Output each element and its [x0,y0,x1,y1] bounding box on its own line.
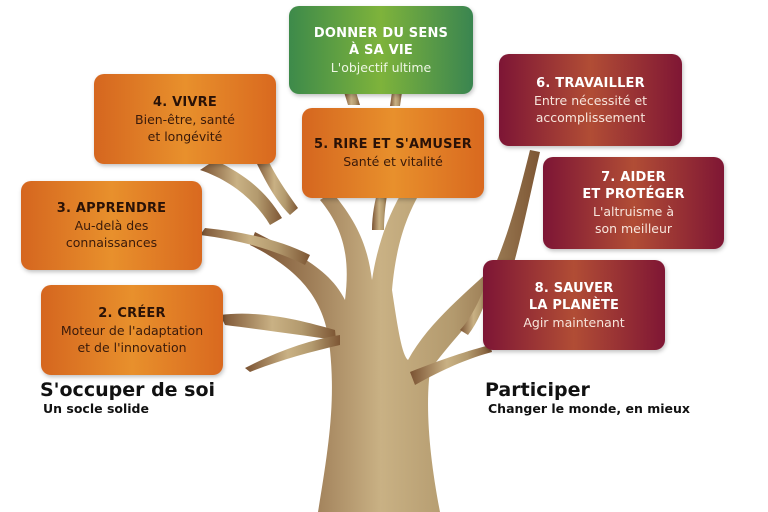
box-sub-line2: connaissances [65,235,158,250]
box-title: 6. TRAVAILLER [536,75,645,91]
box-aider: 7. AIDER ET PROTÉGER L'altruisme à son m… [543,157,724,249]
box-apprendre: 3. APPRENDRE Au-delà des connaissances [21,181,202,270]
box-sub-line1: Agir maintenant [523,314,625,330]
box-sub-line1: L'altruisme à [593,204,674,219]
left-section-subtitle: Un socle solide [43,401,149,416]
box-travailler: 6. TRAVAILLER Entre nécessité et accompl… [499,54,682,146]
box-sauver: 8. SAUVER LA PLANÈTE Agir maintenant [483,260,665,350]
box-sub-line1: Santé et vitalité [343,154,443,169]
box-rire: 5. RIRE ET S'AMUSER Santé et vitalité [302,108,484,198]
box-title: 4. VIVRE [153,94,217,110]
box-vivre: 4. VIVRE Bien-être, santé et longévité [94,74,276,164]
box-sub-line1: Entre nécessité et [533,92,648,108]
left-section-title: S'occuper de soi [40,379,216,401]
right-section-subtitle: Changer le monde, en mieux [488,401,690,416]
box-title: 5. RIRE ET S'AMUSER [314,137,472,152]
box-title: 2. CRÉER [98,305,166,321]
goal-title-line1: DONNER DU SENS [313,25,449,41]
box-sub-line1: Bien-être, santé [135,111,235,127]
box-creer: 2. CRÉER Moteur de l'adaptation et de l'… [41,285,223,375]
trunk [250,150,540,512]
box-title-line1: 8. SAUVER [534,280,614,296]
goal-box-meaning: DONNER DU SENS À SA VIE L'objectif ultim… [289,6,473,94]
goal-subtitle: L'objectif ultime [330,59,432,75]
box-sub-line2: et longévité [147,128,223,144]
box-sub-line1: Au-delà des [74,218,149,233]
box-title-line2: LA PLANÈTE [528,297,620,313]
box-sub-line2: et de l'innovation [77,339,187,355]
box-title-line1: 7. AIDER [601,170,666,185]
box-title: 3. APPRENDRE [56,201,167,216]
right-section-title: Participer [485,379,590,401]
box-sub-line2: son meilleur [594,221,673,236]
goal-title-line2: À SA VIE [349,42,413,58]
box-sub-line1: Moteur de l'adaptation [60,322,204,338]
box-title-line2: ET PROTÉGER [582,187,685,202]
box-sub-line2: accomplissement [535,109,646,125]
